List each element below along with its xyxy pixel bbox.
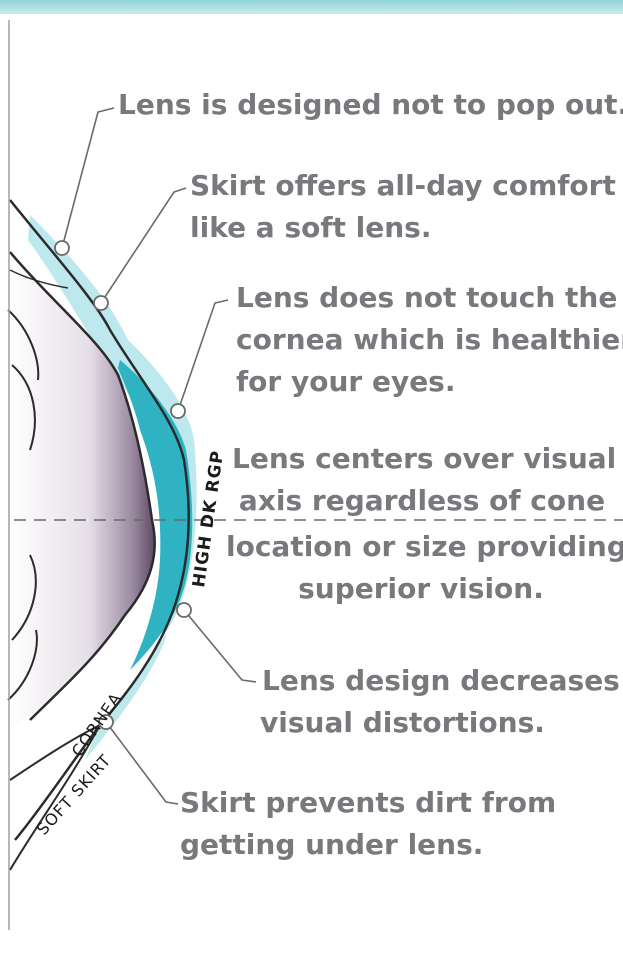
callout-dirt-line-2: getting under lens. [180,824,556,866]
eye-shading [8,250,155,730]
callout-no-touch-line-2: cornea which is healthier [236,319,623,361]
callout-no-touch-line-1: Lens does not touch the [236,277,623,319]
callout-centers-line-4: superior vision. [226,568,616,610]
callout-dirt: Skirt prevents dirt from getting under l… [180,782,556,866]
callout-no-touch-line-3: for your eyes. [236,361,623,403]
callout-centers-bottom: location or size providing superior visi… [226,526,616,610]
callout-centers-line-1: Lens centers over visual [232,438,612,480]
leader-dirt [106,722,178,804]
callout-pop-out-line-1: Lens is designed not to pop out. [118,84,623,126]
callout-comfort: Skirt offers all-day comfort like a soft… [190,165,616,249]
leader-distortion [184,610,256,682]
callout-distortion-line-2: visual distortions. [260,702,620,744]
callout-pop-out: Lens is designed not to pop out. [118,84,623,126]
cornea-label: CORNEA [68,689,126,760]
callout-comfort-line-1: Skirt offers all-day comfort [190,165,616,207]
callout-distortion: Lens design decreases visual distortions… [262,660,620,744]
callout-dirt-line-1: Skirt prevents dirt from [180,782,556,824]
callout-no-touch: Lens does not touch the cornea which is … [236,277,623,403]
callout-centers-line-3: location or size providing [226,526,616,568]
callout-centers-line-2: axis regardless of cone [232,480,612,522]
callout-distortion-line-1: Lens design decreases [262,660,620,702]
marker-distortion [177,603,191,617]
marker-pop-out [55,241,69,255]
marker-no-touch [171,404,185,418]
leader-pop-out [62,108,114,248]
marker-comfort [94,296,108,310]
callout-comfort-line-2: like a soft lens. [190,207,616,249]
leader-no-touch [178,300,228,411]
soft-skirt-label: SOFT SKIRT [33,750,115,838]
callout-centers-top: Lens centers over visual axis regardless… [232,438,612,522]
leader-comfort [101,188,186,303]
